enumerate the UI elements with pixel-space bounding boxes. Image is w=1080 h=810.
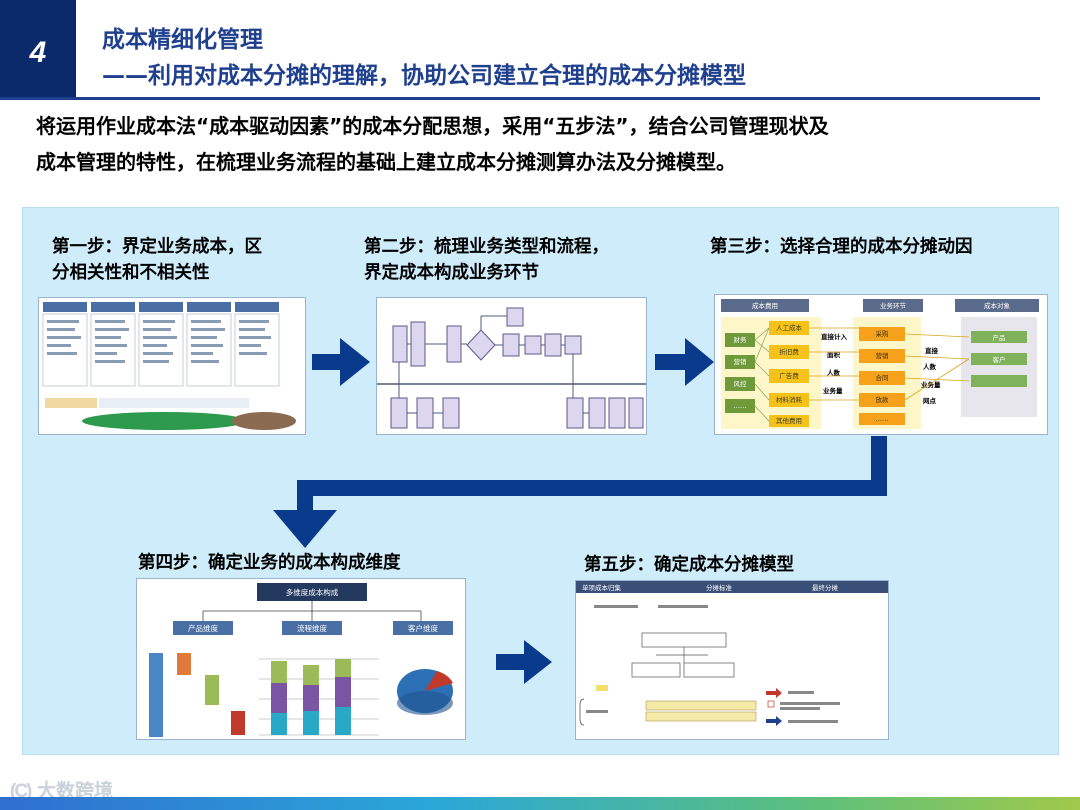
svg-text:……: ……	[734, 402, 747, 410]
section-number-box: 4	[0, 0, 76, 100]
section-number: 4	[29, 36, 47, 69]
svg-text:网点: 网点	[923, 396, 937, 405]
svg-text:直接计入: 直接计入	[821, 332, 848, 341]
page-title: 成本精细化管理	[102, 27, 263, 53]
step-2-title: 第二步：梳理业务类型和流程，界定成本构成业务环节	[364, 237, 609, 283]
svg-text:……: ……	[876, 415, 889, 423]
svg-text:材料消耗: 材料消耗	[776, 395, 803, 404]
svg-text:人数: 人数	[827, 368, 841, 377]
col-header-process: 业务环节	[880, 301, 907, 310]
watermark-logo: (C) 大数跨境	[10, 780, 114, 802]
svg-text:直接: 直接	[925, 346, 939, 355]
intro-line-1: 将运用作业成本法“成本驱动因素”的成本分配思想，采用“五步法”，结合公司管理现状…	[36, 114, 829, 138]
arrow-down-return-icon	[273, 436, 887, 548]
svg-text:分摊标准: 分摊标准	[706, 583, 733, 592]
svg-text:合同: 合同	[876, 373, 889, 382]
svg-text:面积: 面积	[827, 350, 841, 359]
col-header-cost: 成本费用	[752, 301, 778, 310]
dimension-product: 产品维度	[188, 623, 218, 633]
svg-text:采购: 采购	[876, 329, 890, 338]
step-3-driver-diagram: 成本费用 业务环节 成本对象 财务 营销 风控 …… 人工成本 折旧费 广告费 …	[714, 294, 1048, 435]
svg-text:单项成本归集: 单项成本归集	[582, 583, 622, 592]
svg-text:营销: 营销	[734, 357, 748, 366]
intro-paragraph: 将运用作业成本法“成本驱动因素”的成本分配思想，采用“五步法”，结合公司管理现状…	[36, 108, 1046, 180]
step4-title: 多维度成本构成	[286, 587, 339, 597]
svg-text:放款: 放款	[876, 395, 890, 404]
col-header-object: 成本对象	[984, 301, 1011, 310]
intro-line-2: 成本管理的特性，在梳理业务流程的基础上建立成本分摊测算办法及分摊模型。	[36, 150, 736, 174]
step-4-dimension-image: 多维度成本构成 产品维度 流程维度 客户维度	[136, 578, 466, 740]
svg-text:人数: 人数	[923, 362, 937, 371]
step-1-cost-table-image	[38, 297, 306, 435]
arrow-right-icon	[312, 338, 370, 386]
arrow-right-icon	[655, 338, 714, 386]
svg-text:业务量: 业务量	[823, 386, 843, 395]
svg-text:风控: 风控	[734, 379, 748, 388]
svg-text:营销: 营销	[876, 351, 890, 360]
bottom-gradient-bar	[0, 797, 1080, 810]
step-5-model-image: 单项成本归集 分摊标准 最终分摊	[575, 580, 889, 740]
step-3-title: 第三步：选择合理的成本分摊动因	[710, 237, 973, 257]
svg-text:其他费用: 其他费用	[776, 416, 802, 425]
svg-text:财务: 财务	[734, 335, 748, 344]
arrow-right-icon	[496, 640, 552, 684]
title-divider	[0, 97, 1040, 100]
svg-text:折旧费: 折旧费	[779, 347, 799, 356]
step-4-title: 第四步：确定业务的成本构成维度	[138, 553, 401, 573]
step-5-title: 第五步：确定成本分摊模型	[584, 555, 794, 575]
dimension-process: 流程维度	[297, 623, 327, 633]
svg-text:人工成本: 人工成本	[776, 323, 803, 332]
svg-text:最终分摊: 最终分摊	[812, 583, 839, 592]
svg-text:广告费: 广告费	[779, 371, 799, 380]
dimension-customer: 客户维度	[408, 623, 438, 633]
svg-text:业务量: 业务量	[921, 380, 941, 389]
page-subtitle: ——利用对成本分摊的理解，协助公司建立合理的成本分摊模型	[102, 63, 746, 89]
step-2-flowchart-image	[376, 297, 647, 435]
svg-text:产品: 产品	[993, 333, 1006, 342]
svg-text:客户: 客户	[993, 355, 1006, 364]
step-1-title: 第一步：界定业务成本，区分相关性和不相关性	[52, 237, 262, 283]
